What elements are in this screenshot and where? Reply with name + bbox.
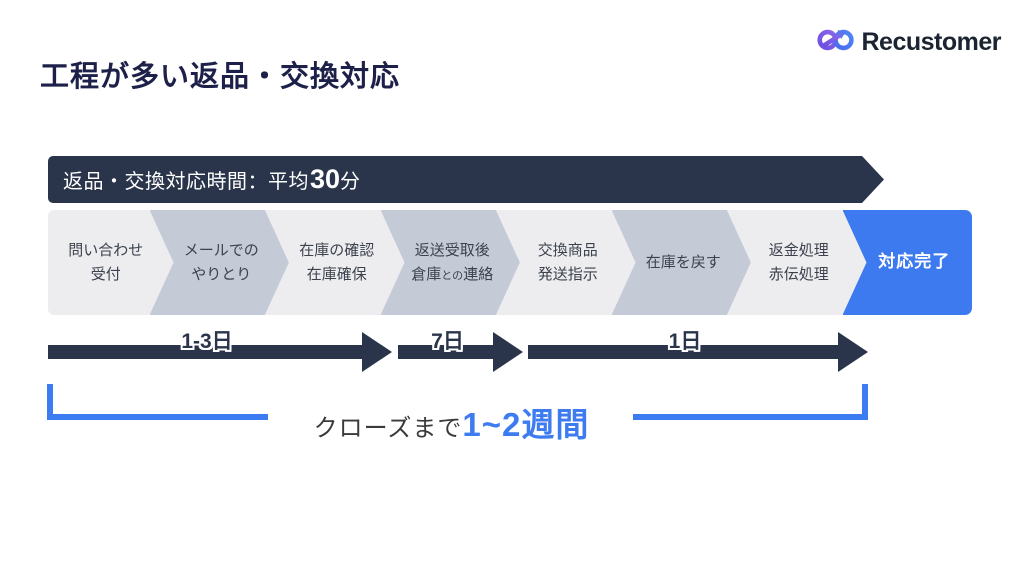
page-title: 工程が多い返品・交換対応 <box>40 61 401 93</box>
process-step-label: 倉庫との連絡 <box>411 265 494 283</box>
process-step-label: 発送指示 <box>537 265 598 283</box>
arrow-bar <box>398 345 497 359</box>
timeline-label-2: 7日 <box>431 330 464 353</box>
bracket-left-cap <box>47 384 53 420</box>
closing-label: クローズまで <box>313 415 463 442</box>
process-step-label: メールでの <box>183 242 259 260</box>
process-step-label: 受付 <box>90 265 121 283</box>
recustomer-infinity-icon <box>816 24 856 61</box>
closing-duration: クローズまで1~2週間 <box>268 398 635 446</box>
process-step: 問い合わせ受付 <box>48 210 174 315</box>
process-steps: 問い合わせ受付メールでのやりとり在庫の確認在庫確保返送受取後倉庫との連絡交換商品… <box>48 210 972 315</box>
bracket-right-line <box>633 414 868 420</box>
process-step-label: 赤伝処理 <box>768 265 829 283</box>
arrow-head-icon <box>493 332 523 372</box>
handling-time-banner: 返品・交換対応時間：平均 30 分 <box>48 156 884 203</box>
process-step-label: 問い合わせ <box>68 242 144 260</box>
timeline-arrow-3: 1日 <box>528 330 868 374</box>
process-step-label: 返金処理 <box>768 242 829 260</box>
timeline-label-1: 1-3日 <box>181 330 233 353</box>
banner-text: 返品・交換対応時間：平均 <box>63 171 309 193</box>
process-step-label: 在庫の確認 <box>299 242 375 260</box>
logo-wordmark: Recustomer <box>861 28 1002 56</box>
timeline: 1-3日 7日 1日 <box>48 330 872 374</box>
timeline-arrow-1: 1-3日 <box>48 330 392 374</box>
arrow-bar <box>528 345 842 359</box>
process-step-label: 返送受取後 <box>414 242 490 260</box>
banner-minutes-value: 30 <box>310 164 341 194</box>
process-step-label: 在庫を戻す <box>645 253 721 271</box>
banner-minutes-unit: 分 <box>340 171 361 193</box>
timeline-arrow-2: 7日 <box>398 330 523 374</box>
process-step: 返送受取後倉庫との連絡 <box>381 210 521 315</box>
arrow-bar <box>48 345 366 359</box>
process-step-label: 交換商品 <box>537 242 598 260</box>
process-step-label: 在庫確保 <box>306 265 367 283</box>
process-step-label: やりとり <box>191 265 252 283</box>
arrow-head-icon <box>362 332 392 372</box>
bracket-right-cap <box>862 384 868 420</box>
timeline-label-3: 1日 <box>668 330 702 353</box>
recustomer-logo: Recustomer <box>816 24 1002 61</box>
arrow-head-icon <box>838 332 868 372</box>
process-step: 交換商品発送指示 <box>496 210 636 315</box>
process-step: 在庫の確認在庫確保 <box>265 210 405 315</box>
bracket-left-line <box>47 414 268 420</box>
process-step-label: 対応完了 <box>878 252 951 272</box>
closing-duration-value: 1~2週間 <box>462 406 590 443</box>
